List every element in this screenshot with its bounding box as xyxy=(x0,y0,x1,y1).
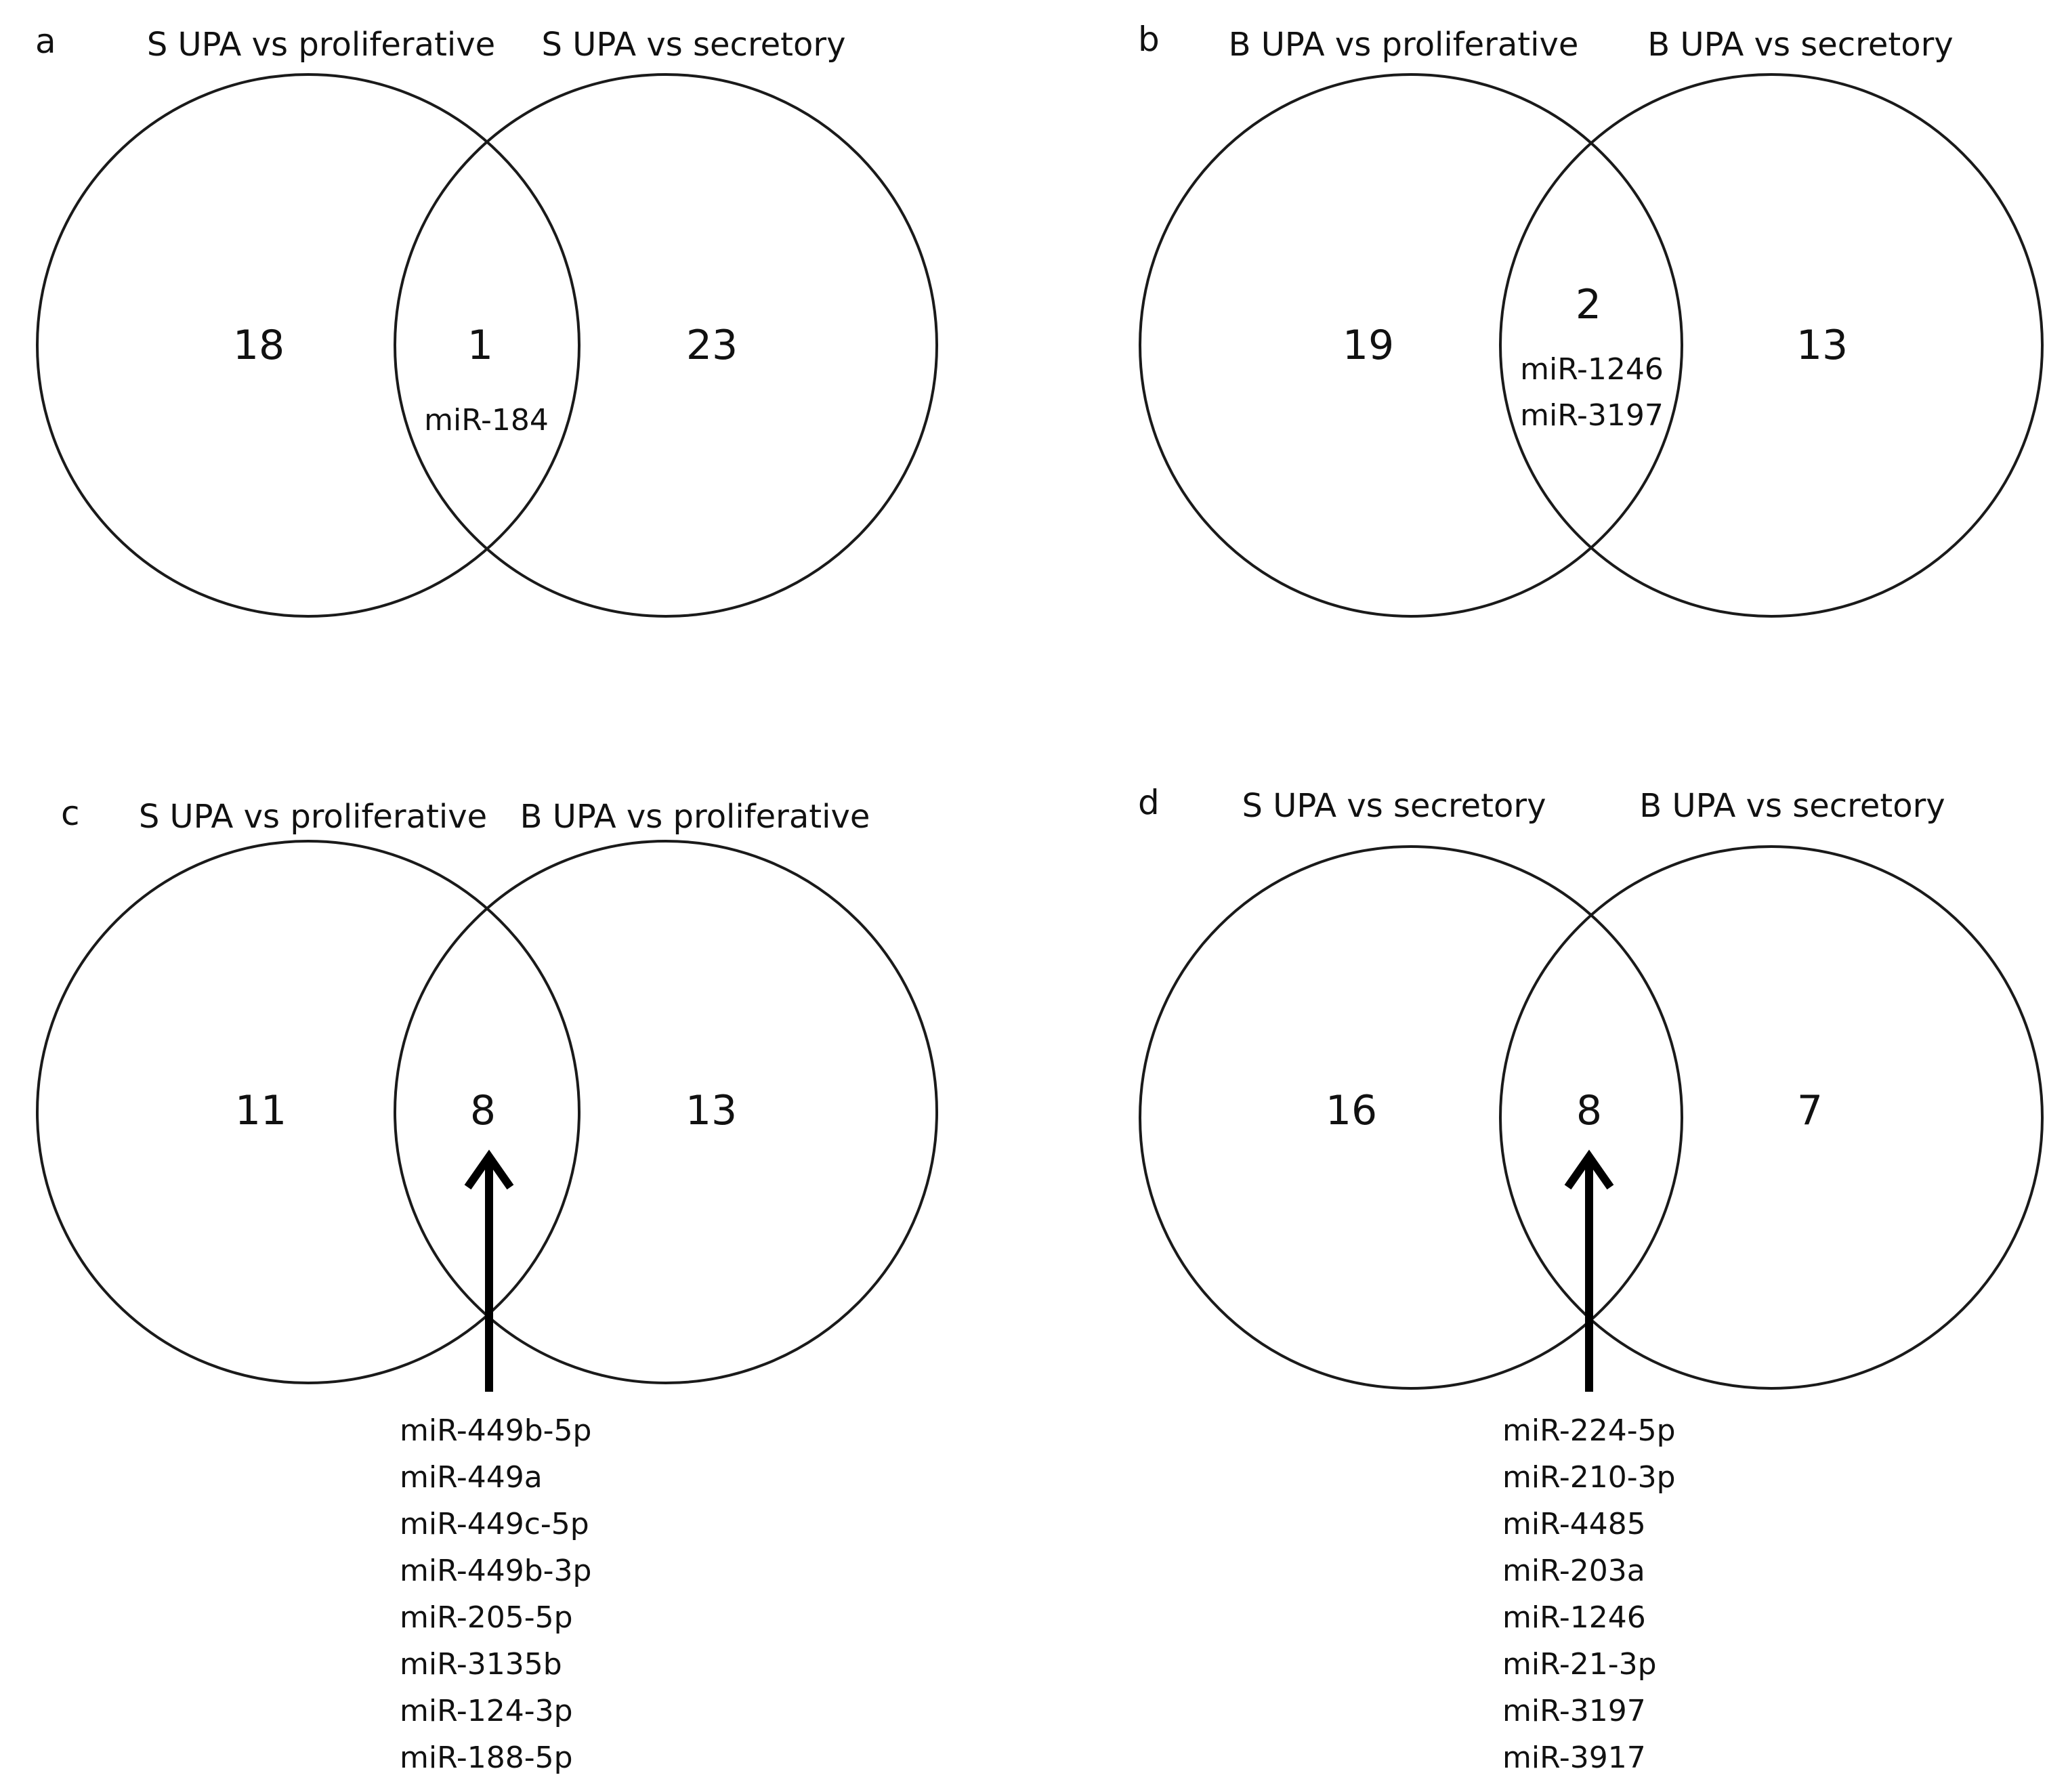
overlap-member: miR-210-3p xyxy=(1502,1460,1676,1495)
overlap-member: miR-188-5p xyxy=(400,1741,573,1775)
right-only-count: 13 xyxy=(1796,322,1848,369)
overlap-member: miR-3197 xyxy=(1520,398,1664,433)
panel-letter: a xyxy=(35,22,56,61)
overlap-member: miR-224-5p xyxy=(1502,1413,1676,1448)
right-set-circle xyxy=(1499,845,2044,1390)
overlap-member: miR-449c-5p xyxy=(400,1507,589,1541)
panel-c: c S UPA vs proliferative B UPA vs prolif… xyxy=(36,794,938,1775)
right-set-title: S UPA vs secretory xyxy=(542,26,846,64)
overlap-member: miR-203a xyxy=(1502,1554,1645,1588)
overlap-count: 8 xyxy=(470,1087,496,1134)
overlap-member: miR-449b-3p xyxy=(400,1554,591,1588)
right-set-title: B UPA vs proliferative xyxy=(520,798,870,836)
left-set-title: S UPA vs proliferative xyxy=(139,798,487,836)
overlap-member-list: miR-449b-5p miR-449a miR-449c-5p miR-449… xyxy=(400,1413,591,1775)
arrow-head xyxy=(464,1149,514,1190)
left-set-title: S UPA vs proliferative xyxy=(147,26,495,64)
overlap-count: 2 xyxy=(1576,281,1601,328)
panel-a: a S UPA vs proliferative S UPA vs secret… xyxy=(35,22,938,618)
left-set-circle xyxy=(1139,73,1683,618)
left-set-circle xyxy=(36,73,581,618)
panel-letter: b xyxy=(1138,20,1160,59)
overlap-member: miR-124-3p xyxy=(400,1694,573,1728)
arrow-head xyxy=(1564,1149,1614,1190)
left-only-count: 16 xyxy=(1326,1087,1377,1134)
overlap-member: miR-3197 xyxy=(1502,1694,1646,1728)
panel-letter: d xyxy=(1138,783,1160,822)
right-set-circle xyxy=(1499,73,2044,618)
overlap-member: miR-4485 xyxy=(1502,1507,1646,1541)
left-set-circle xyxy=(36,840,581,1384)
left-set-title: B UPA vs proliferative xyxy=(1229,26,1579,64)
overlap-count: 1 xyxy=(467,322,493,369)
right-set-circle xyxy=(394,73,938,618)
overlap-count: 8 xyxy=(1576,1087,1602,1134)
overlap-member: miR-21-3p xyxy=(1502,1647,1657,1682)
overlap-member: miR-1246 xyxy=(1520,352,1664,387)
right-set-circle xyxy=(394,840,938,1384)
right-only-count: 23 xyxy=(686,322,738,369)
panel-letter: c xyxy=(61,794,80,833)
right-only-count: 7 xyxy=(1797,1087,1823,1134)
left-only-count: 18 xyxy=(233,322,284,369)
right-set-title: B UPA vs secretory xyxy=(1639,787,1945,825)
overlap-member: miR-449a xyxy=(400,1460,543,1495)
overlap-member: miR-3135b xyxy=(400,1647,562,1682)
left-only-count: 11 xyxy=(235,1087,287,1134)
overlap-member: miR-205-5p xyxy=(400,1600,573,1635)
panel-d: d S UPA vs secretory B UPA vs secretory … xyxy=(1138,783,2044,1775)
left-set-circle xyxy=(1139,845,1683,1390)
overlap-member-list: miR-224-5p miR-210-3p miR-4485 miR-203a … xyxy=(1502,1413,1676,1775)
overlap-member: miR-184 xyxy=(424,403,549,438)
panel-b: b B UPA vs proliferative B UPA vs secret… xyxy=(1138,20,2044,618)
right-only-count: 13 xyxy=(685,1087,737,1134)
left-only-count: 19 xyxy=(1343,322,1394,369)
overlap-member: miR-1246 xyxy=(1502,1600,1646,1635)
overlap-member: miR-3917 xyxy=(1502,1741,1646,1775)
left-set-title: S UPA vs secretory xyxy=(1242,787,1546,825)
right-set-title: B UPA vs secretory xyxy=(1647,26,1953,64)
overlap-member: miR-449b-5p xyxy=(400,1413,591,1448)
